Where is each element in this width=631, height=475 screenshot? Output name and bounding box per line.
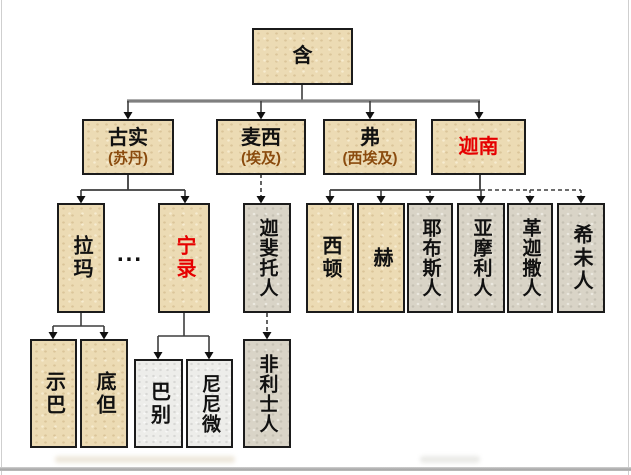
node-label: 迦南 — [458, 135, 499, 158]
node-girgashites: 革迦撒人 — [507, 203, 553, 313]
right-frame-line — [628, 0, 629, 475]
node-label: 迦斐托人 — [256, 218, 278, 298]
node-sidon: 西顿 — [306, 203, 354, 313]
node-sublabel: (苏丹) — [108, 149, 148, 167]
ellipsis-label: ... — [117, 240, 144, 267]
node-label: 非利士人 — [256, 353, 278, 434]
node-jebusites: 耶布斯人 — [407, 203, 453, 313]
left-frame-line — [1, 0, 2, 475]
reflection-ghost — [420, 456, 480, 463]
node-put: 弗 (西埃及) — [323, 119, 417, 175]
node-label: 宁录 — [173, 235, 195, 281]
node-hivites: 希未人 — [557, 203, 605, 313]
node-label: 耶布斯人 — [419, 218, 441, 298]
edge-mizraim-caphtorim — [256, 174, 266, 204]
node-caphtorim: 迦斐托人 — [243, 203, 291, 313]
node-cush: 古实 (苏丹) — [82, 119, 174, 175]
reflection-ghost — [55, 456, 235, 463]
node-label: 巴别 — [147, 380, 170, 427]
node-label: 尼尼微 — [199, 373, 220, 434]
edge-canaan-children — [325, 174, 586, 204]
edge-raamah-children — [48, 313, 109, 340]
node-mizraim: 麦西 (埃及) — [216, 119, 306, 175]
node-label: 革迦撒人 — [519, 218, 541, 298]
node-sublabel: (埃及) — [241, 149, 281, 167]
edge-nimrod-children — [153, 313, 214, 360]
node-label: 拉玛 — [70, 235, 92, 281]
node-sublabel: (西埃及) — [342, 149, 398, 167]
edge-ham-children — [123, 85, 484, 120]
node-raamah: 拉玛 — [57, 203, 105, 313]
node-sheba: 示巴 — [30, 339, 77, 448]
edge-caphtorim-philistines — [262, 313, 272, 340]
node-label: 希未人 — [570, 223, 592, 293]
node-label: 亚摩利人 — [470, 218, 492, 298]
node-label: 赫 — [370, 246, 392, 270]
bottom-frame-line — [0, 467, 631, 471]
node-nimrod: 宁录 — [158, 203, 210, 313]
node-label: 麦西 — [241, 126, 281, 149]
node-philistines: 非利士人 — [243, 339, 291, 448]
edge-cush-children — [76, 174, 190, 204]
node-babel: 巴别 — [134, 359, 183, 448]
node-label: 示巴 — [42, 370, 65, 417]
node-label: 底但 — [93, 370, 115, 417]
node-nineveh: 尼尼微 — [186, 359, 233, 448]
node-ham: 含 — [252, 28, 353, 85]
node-amorites: 亚摩利人 — [457, 203, 505, 313]
node-label: 古实 — [108, 126, 148, 149]
node-canaan: 迦南 — [431, 119, 526, 175]
node-dedan: 底但 — [80, 339, 128, 448]
node-label: 含 — [292, 45, 313, 67]
node-heth: 赫 — [357, 203, 405, 313]
node-label: 弗 — [360, 126, 380, 149]
node-label: 西顿 — [319, 235, 341, 281]
